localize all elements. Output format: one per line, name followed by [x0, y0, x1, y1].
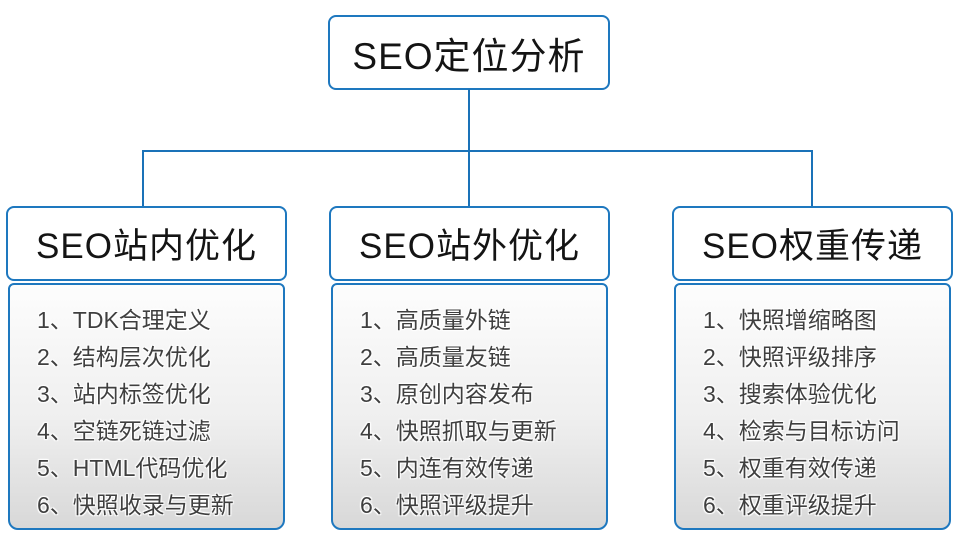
list-item: 2、高质量友链	[360, 344, 511, 370]
list-item: 1、高质量外链	[360, 307, 511, 333]
branch-title: SEO站内优化	[36, 227, 257, 266]
list-item: 6、快照评级提升	[360, 492, 534, 518]
branch-header-offsite: SEO站外优化	[329, 206, 610, 281]
branch-header-weight-transfer: SEO权重传递	[672, 206, 953, 281]
list-item: 3、站内标签优化	[37, 381, 211, 407]
root-node-label: SEO定位分析	[352, 35, 586, 77]
connector-middle-vertical	[468, 150, 470, 207]
list-item: 3、搜索体验优化	[703, 381, 877, 407]
list-item: 5、权重有效传递	[703, 455, 877, 481]
branch-list-weight-transfer: 1、快照增缩略图 2、快照评级排序 3、搜索体验优化 4、检索与目标访问 5、权…	[674, 283, 951, 530]
list-item: 5、HTML代码优化	[37, 455, 228, 481]
item-list: 1、TDK合理定义 2、结构层次优化 3、站内标签优化 4、空链死链过滤 5、H…	[37, 302, 275, 524]
list-item: 6、快照收录与更新	[37, 492, 234, 518]
list-item: 4、空链死链过滤	[37, 418, 211, 444]
list-item: 2、快照评级排序	[703, 344, 877, 370]
list-item: 4、快照抓取与更新	[360, 418, 557, 444]
list-item: 4、检索与目标访问	[703, 418, 900, 444]
branch-title: SEO权重传递	[702, 227, 923, 266]
branch-header-onsite: SEO站内优化	[6, 206, 287, 281]
item-list: 1、高质量外链 2、高质量友链 3、原创内容发布 4、快照抓取与更新 5、内连有…	[360, 302, 598, 524]
list-item: 1、快照增缩略图	[703, 307, 877, 333]
list-item: 6、权重评级提升	[703, 492, 877, 518]
branch-list-offsite: 1、高质量外链 2、高质量友链 3、原创内容发布 4、快照抓取与更新 5、内连有…	[331, 283, 608, 530]
branch-title: SEO站外优化	[359, 227, 580, 266]
list-item: 3、原创内容发布	[360, 381, 534, 407]
branch-list-onsite: 1、TDK合理定义 2、结构层次优化 3、站内标签优化 4、空链死链过滤 5、H…	[8, 283, 285, 530]
connector-horizontal	[142, 150, 813, 152]
connector-right-vertical	[811, 150, 813, 207]
item-list: 1、快照增缩略图 2、快照评级排序 3、搜索体验优化 4、检索与目标访问 5、权…	[703, 302, 941, 524]
list-item: 2、结构层次优化	[37, 344, 211, 370]
list-item: 5、内连有效传递	[360, 455, 534, 481]
connector-left-vertical	[142, 150, 144, 207]
list-item: 1、TDK合理定义	[37, 307, 211, 333]
root-node-seo-positioning: SEO定位分析	[328, 15, 610, 90]
connector-root-vertical	[468, 89, 470, 151]
